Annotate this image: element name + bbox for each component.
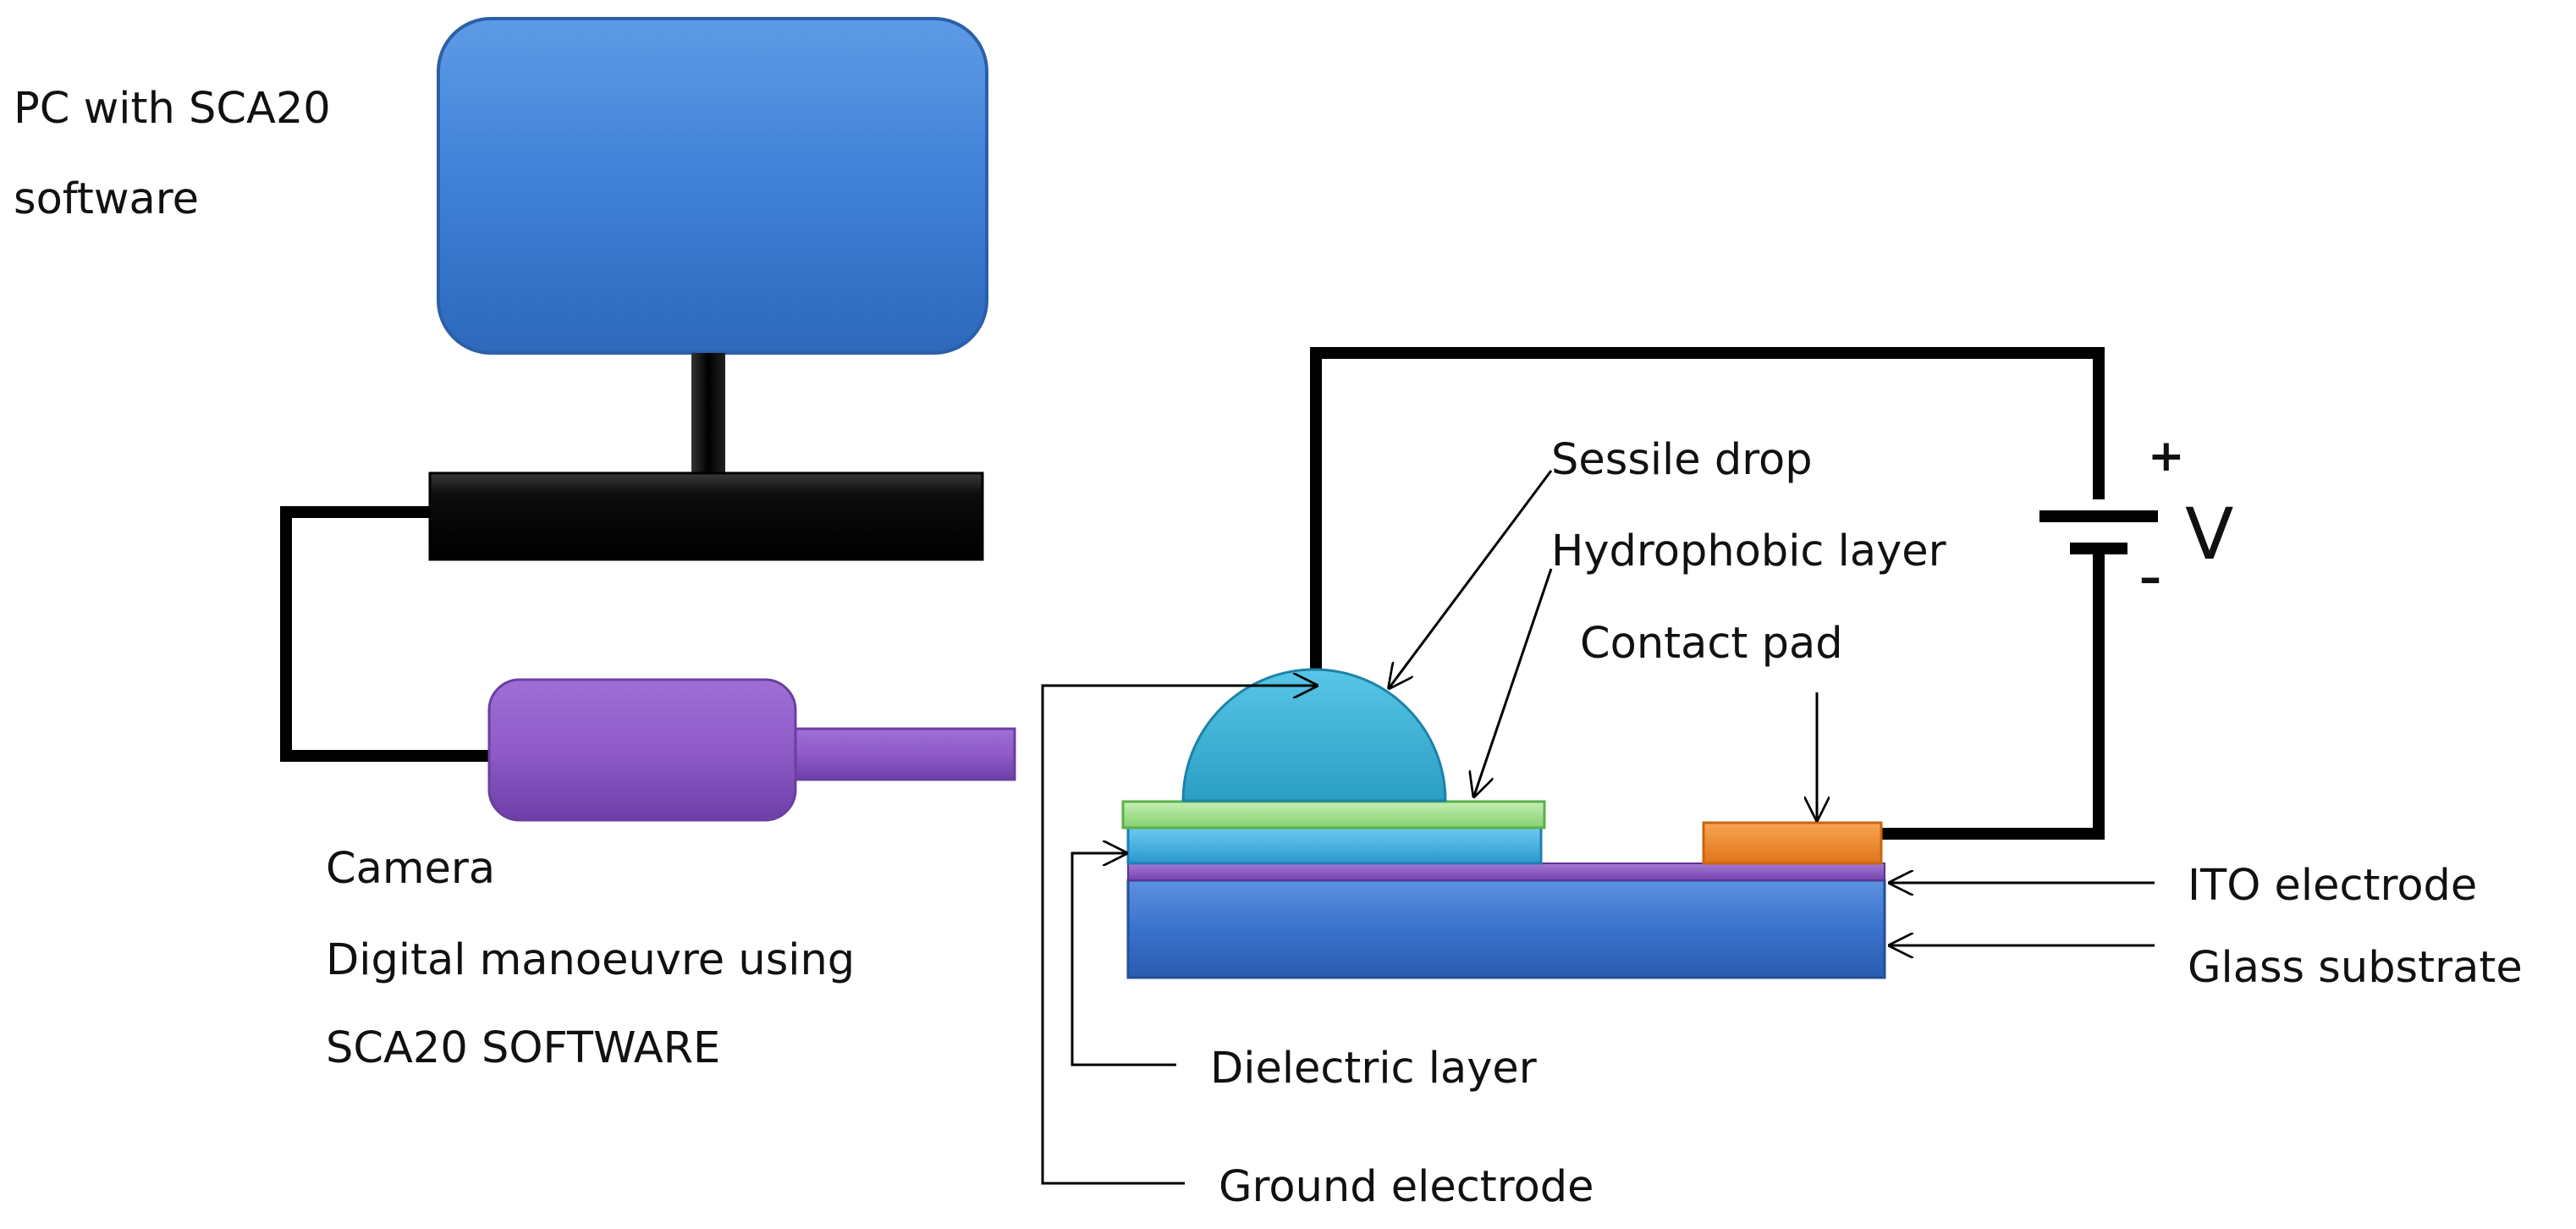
hydrophobic-layer-label: Hydrophobic layer bbox=[1551, 526, 1946, 576]
ito-electrode-label: ITO electrode bbox=[2188, 861, 2477, 911]
circuit-wire bbox=[1310, 347, 2105, 677]
hydrophobic-layer-arrow bbox=[1474, 568, 1553, 796]
pc-monitor-icon bbox=[437, 17, 988, 355]
dielectric-layer bbox=[1126, 826, 1543, 865]
plus-sign: + bbox=[2148, 431, 2185, 482]
digital-label-line2: SCA20 SOFTWARE bbox=[326, 1023, 720, 1073]
battery-icon bbox=[2039, 510, 2158, 554]
glass-substrate-label: Glass substrate bbox=[2188, 943, 2523, 993]
sessile-drop-label: Sessile drop bbox=[1551, 435, 1813, 485]
voltage-label: V bbox=[2185, 493, 2233, 576]
minus-sign: – bbox=[2139, 553, 2161, 603]
contact-pad bbox=[1702, 821, 1883, 865]
hydrophobic-layer bbox=[1121, 800, 1546, 829]
pc-stand-icon bbox=[691, 353, 725, 473]
contact-pad-label: Contact pad bbox=[1580, 619, 1843, 669]
pc-label-line1: PC with SCA20 bbox=[14, 84, 331, 134]
pc-label-line2: software bbox=[14, 174, 199, 224]
sessile-drop bbox=[1181, 668, 1447, 802]
ito-electrode bbox=[1127, 863, 1885, 881]
sessile-drop-arrow bbox=[1390, 470, 1553, 687]
pc-base-icon bbox=[428, 471, 984, 561]
digital-label-line1: Digital manoeuvre using bbox=[326, 935, 855, 985]
camera-label: Camera bbox=[326, 844, 495, 894]
ground-electrode-arrow bbox=[1041, 686, 1316, 1185]
camera-icon bbox=[487, 678, 1016, 822]
ground-electrode-label: Ground electrode bbox=[1219, 1162, 1594, 1212]
circuit-wire-return bbox=[1872, 553, 2105, 840]
dielectric-layer-arrow bbox=[1071, 853, 1176, 1066]
glass-substrate bbox=[1126, 879, 1886, 979]
dielectric-layer-label: Dielectric layer bbox=[1210, 1044, 1537, 1094]
pc-camera-cable bbox=[280, 506, 491, 762]
